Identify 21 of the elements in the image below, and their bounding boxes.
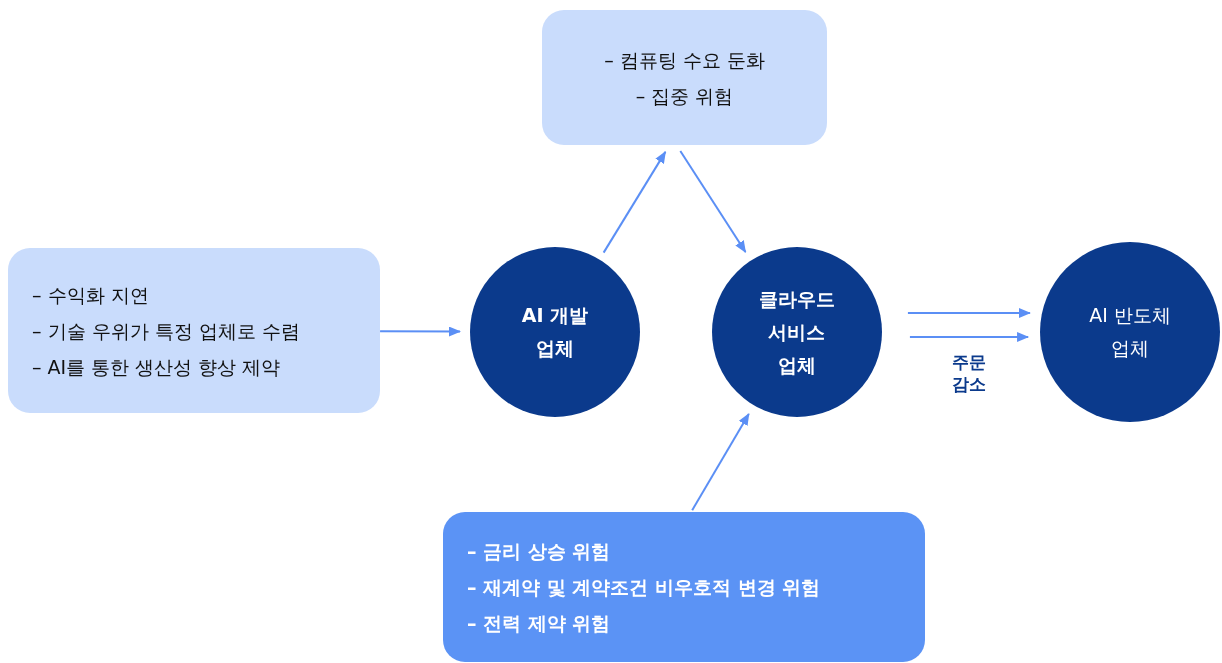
node-text: – AI를 통한 생산성 향상 제약: [32, 354, 282, 380]
edge-label: 주문 감소: [950, 351, 987, 395]
arrow: [908, 332, 1030, 342]
node-text: – 전력 제약 위험: [467, 611, 612, 636]
node-text: – 기술 우위가 특정 업체로 수렴: [32, 318, 301, 344]
arrow: [679, 149, 747, 254]
node-text: 클라우드 서비스 업체: [758, 286, 836, 378]
arrow: [906, 308, 1031, 318]
risk-box: [443, 512, 925, 662]
node-text: – 수익화 지연: [32, 282, 150, 308]
arrow: [602, 150, 667, 254]
risk-box: [542, 10, 827, 145]
node-text: AI 반도체 업체: [1088, 303, 1172, 361]
node-text: – 집중 위험: [635, 83, 734, 109]
node-text: – 재계약 및 계약조건 비우호적 변경 위험: [467, 575, 822, 600]
arrow: [691, 412, 750, 512]
node-text: AI 개발 업체: [520, 303, 590, 361]
node-text: – 컴퓨팅 수요 둔화: [604, 47, 765, 73]
risk-box: [8, 248, 380, 413]
arrow: [379, 326, 461, 337]
node-text: – 금리 상승 위험: [467, 539, 612, 564]
